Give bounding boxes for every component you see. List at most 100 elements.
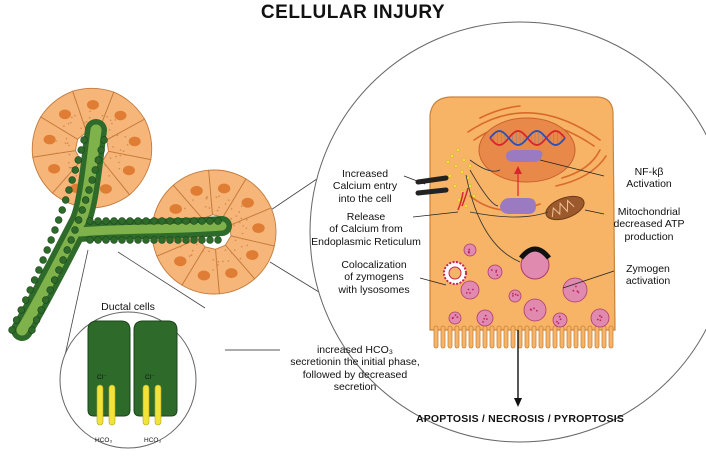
diagram-title: CELLULAR INJURY (0, 2, 706, 24)
microvillus (511, 326, 515, 348)
acinar-granule (70, 167, 72, 169)
acinar-granule (212, 269, 214, 271)
granule-content (482, 321, 484, 323)
microvillus (539, 326, 543, 348)
calcium-ion (449, 175, 452, 178)
acinar-granule (124, 136, 126, 138)
duct-cell (175, 218, 182, 225)
duct-cell (159, 218, 166, 225)
acinar-granule (110, 119, 112, 121)
zymogen-granule (449, 312, 461, 324)
calcium-ion (465, 205, 468, 208)
duct-cell (87, 218, 94, 225)
acinar-granule (110, 157, 112, 159)
acinar-granule (216, 197, 218, 199)
duct-cell (95, 237, 102, 244)
zoomed-acinar-cell (418, 97, 615, 348)
nfkb-protein-cytosol (500, 198, 536, 214)
acinar-granule (108, 175, 110, 177)
granule-content (469, 292, 471, 294)
microvillus (441, 326, 445, 348)
acinar-granule (117, 135, 119, 137)
acinar-granule (84, 122, 86, 124)
duct-cell (98, 147, 105, 154)
granule-content (533, 307, 535, 309)
acinar-granule (125, 154, 127, 156)
duct-cell (101, 137, 108, 144)
microvillus (588, 326, 592, 348)
ion-channel (155, 385, 161, 425)
granule-content (536, 310, 538, 312)
acinar-granule (228, 199, 230, 201)
acinar-granule (106, 116, 108, 118)
duct-cell (68, 237, 75, 244)
acinar-granule (68, 145, 70, 147)
duct-cell (82, 197, 89, 204)
duct-cell (66, 187, 73, 194)
acinar-granule (196, 243, 198, 245)
granule-content (485, 315, 487, 317)
duct-cell (215, 218, 222, 225)
duct-cell (22, 297, 29, 304)
acinar-granule (192, 250, 194, 252)
microvillus (602, 326, 606, 348)
acinar-granule (119, 168, 121, 170)
zymogen-granule (509, 290, 521, 302)
duct-cell (47, 287, 54, 294)
acinar-granule (230, 218, 232, 220)
acinar-nucleus (246, 250, 258, 260)
duct-cell (9, 327, 16, 334)
duct-cell (75, 217, 82, 224)
acinar-nucleus (190, 186, 202, 196)
duct-cell (42, 297, 49, 304)
granule-content (496, 274, 498, 276)
duct-cell (44, 247, 51, 254)
acinar-granule (112, 146, 114, 148)
acinar-granule (217, 210, 219, 212)
granule-content (495, 271, 497, 273)
granule-content (512, 293, 514, 295)
duct-cell (111, 218, 118, 225)
acinar-granule (222, 261, 224, 263)
acinar-granule (241, 218, 243, 220)
microvillus (553, 326, 557, 348)
acinar-granule (218, 207, 220, 209)
microvillus (525, 326, 529, 348)
acinar-granule (235, 215, 237, 217)
duct-cell (55, 267, 62, 274)
duct-cell (159, 237, 166, 244)
granule-content (517, 294, 519, 296)
activated-zymogen-vesicle (521, 249, 549, 279)
acinar-granule (231, 252, 233, 254)
label-nfkb: NF-kβ Activation (604, 166, 694, 191)
zymogen-granule (591, 309, 609, 327)
acinar-nucleus (114, 111, 126, 121)
acinar-granule (69, 167, 71, 169)
acinar-granule (246, 219, 248, 221)
calcium-ion (473, 195, 476, 198)
label-cl-left: Cl⁻ (97, 374, 107, 382)
duct-cell (52, 227, 59, 234)
label-calcium-release: Release of Calcium from Endoplasmic Reti… (304, 211, 428, 248)
zymogen-granule (461, 281, 479, 299)
duct-cell (151, 218, 158, 225)
granule-content (491, 269, 493, 271)
granule-content (456, 316, 458, 318)
acinar-granule (184, 208, 186, 210)
duct-cell (27, 287, 34, 294)
ion-channel (109, 385, 115, 425)
duct-cell (64, 247, 71, 254)
duct-cell (79, 207, 86, 214)
granule-content (512, 295, 514, 297)
acinar-granule (102, 115, 104, 117)
microvillus (483, 326, 487, 348)
duct-cell (38, 307, 45, 314)
duct-cell (199, 237, 206, 244)
acinar-granule (75, 175, 77, 177)
duct-cell (175, 237, 182, 244)
acinar-granule (242, 233, 244, 235)
duct-cell (119, 237, 126, 244)
acinar-granule (119, 155, 121, 157)
duct-cell (135, 218, 142, 225)
